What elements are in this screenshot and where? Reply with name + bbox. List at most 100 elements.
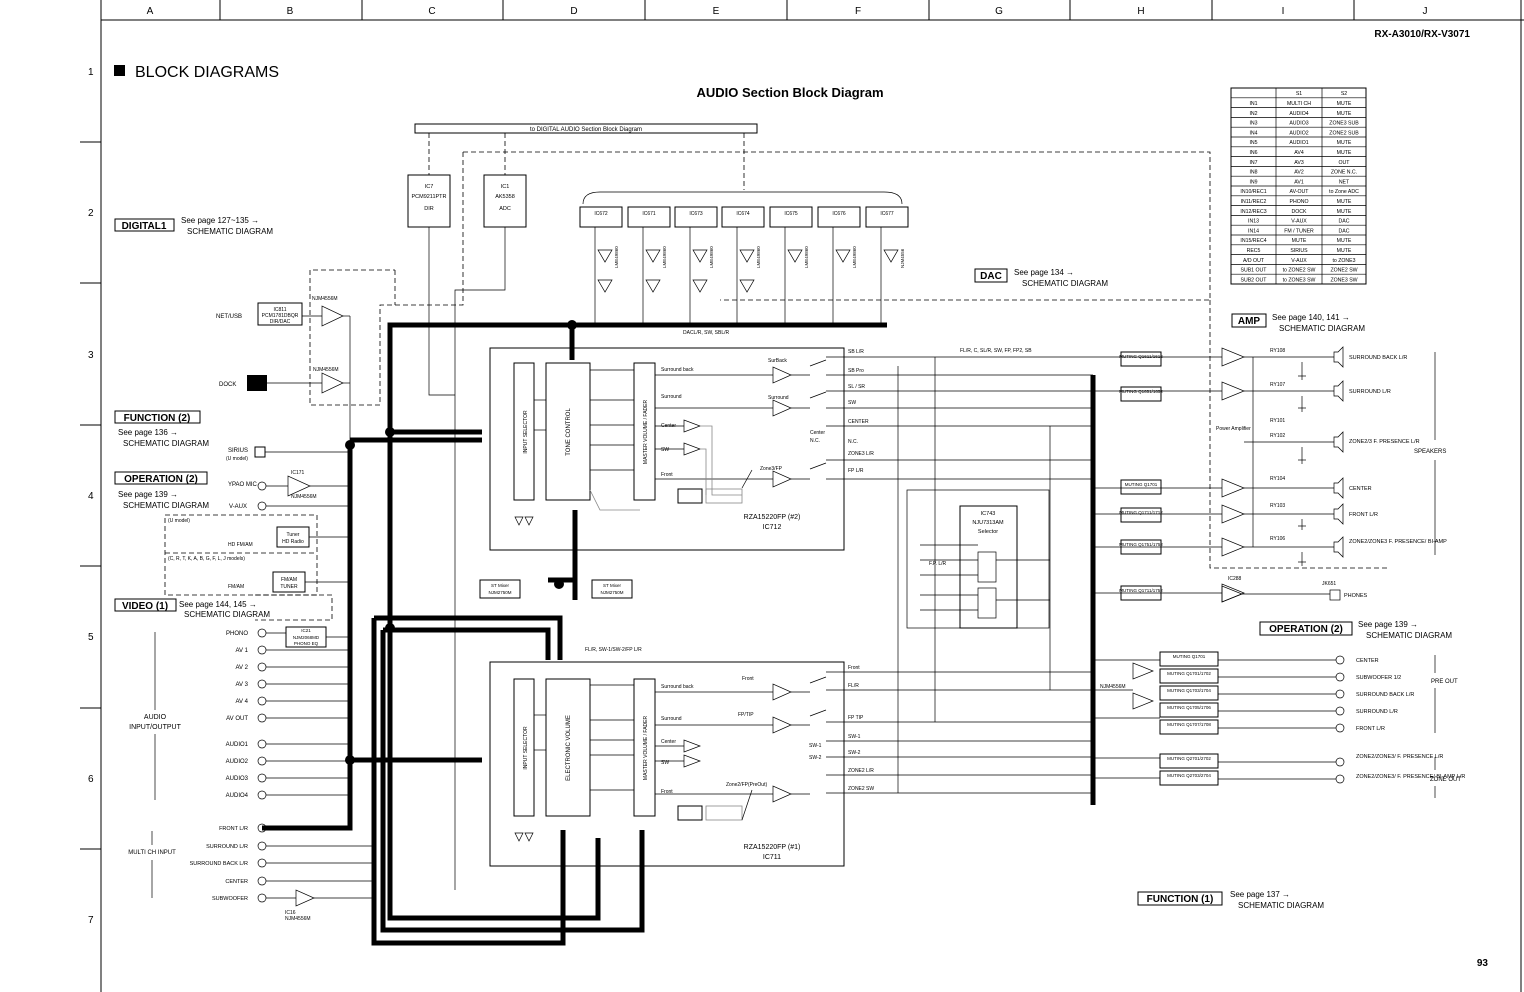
row-2: 2	[88, 208, 94, 219]
svg-text:IC671: IC671	[642, 211, 656, 217]
svg-text:SURROUND BACK L/R: SURROUND BACK L/R	[1356, 692, 1414, 698]
svg-text:RY108: RY108	[1270, 348, 1285, 354]
svg-text:See page 139 →: See page 139 →	[1358, 620, 1418, 629]
svg-text:ZONE2/ZONE3/ F. PRESENCE/ BI-A: ZONE2/ZONE3/ F. PRESENCE/ BI-AMP L/R	[1356, 774, 1465, 780]
svg-text:CENTER: CENTER	[1349, 486, 1372, 492]
row-1: 1	[88, 67, 94, 78]
table-cell: IN5	[1249, 140, 1257, 146]
table-cell: FM / TUNER	[1284, 228, 1314, 234]
table-cell: AUDIO3	[1289, 121, 1308, 127]
table-cell: IN1	[1249, 101, 1257, 107]
model-number: RX-A3010/RX-V3071	[1374, 29, 1470, 40]
svg-text:SW-2: SW-2	[848, 750, 861, 756]
svg-text:MUTING Q2701/2702: MUTING Q2701/2702	[1167, 756, 1211, 761]
svg-text:SPEAKERS: SPEAKERS	[1414, 449, 1446, 455]
svg-text:SURROUND BACK L/R: SURROUND BACK L/R	[190, 861, 248, 867]
svg-text:Zone2/FP(PreOut): Zone2/FP(PreOut)	[726, 782, 767, 788]
svg-text:RY101: RY101	[1270, 418, 1285, 424]
table-cell: MUTE	[1337, 199, 1352, 205]
dashed-regions	[164, 151, 1390, 621]
svg-text:See page 140, 141 →: See page 140, 141 →	[1272, 313, 1350, 322]
row-4: 4	[88, 491, 94, 502]
dac-chip-4	[721, 206, 765, 228]
dac-chip-row: IC672 IC671 IC673 IC674 IC675 IC676 IC67…	[579, 133, 909, 325]
table-cell: SUB2 OUT	[1241, 277, 1268, 283]
table-cell: V-AUX	[1291, 219, 1307, 225]
col-a: A	[147, 6, 154, 17]
table-cell: MUTE	[1337, 101, 1352, 107]
col-j: J	[1423, 6, 1428, 17]
svg-text:V-AUX: V-AUX	[229, 504, 247, 510]
svg-text:RY106: RY106	[1270, 536, 1285, 542]
out-bus-label: FL/R, C, SL/R, SW, FP, FP2, SB	[960, 348, 1032, 354]
svg-text:SB L/R: SB L/R	[848, 349, 864, 355]
svg-text:IC7: IC7	[425, 184, 434, 190]
svg-text:(U model): (U model)	[168, 518, 190, 524]
svg-text:DAC: DAC	[980, 271, 1002, 282]
svg-text:INPUT SELECTOR: INPUT SELECTOR	[523, 726, 529, 770]
svg-text:NJM4556M: NJM4556M	[285, 916, 311, 922]
svg-text:RY102: RY102	[1270, 433, 1285, 439]
svg-text:FM/AM: FM/AM	[228, 584, 244, 590]
svg-text:IC711: IC711	[763, 854, 781, 861]
column-labels: A B C D E F G H I J	[147, 6, 1428, 17]
svg-text:Front: Front	[848, 665, 860, 671]
table-cell: AUDIO4	[1289, 111, 1308, 117]
svg-text:MUTING Q1701: MUTING Q1701	[1125, 482, 1158, 487]
upper-output-lines	[826, 356, 1093, 794]
svg-text:FP TIP: FP TIP	[848, 715, 864, 721]
relays: RY108 RY107 RY101 RY102 RY104 RY103 RY10…	[1270, 348, 1285, 542]
svg-text:SW-1: SW-1	[848, 734, 861, 740]
svg-text:RY107: RY107	[1270, 382, 1285, 388]
svg-text:See page 139 →: See page 139 →	[118, 490, 178, 499]
svg-text:Selector: Selector	[978, 529, 998, 535]
speaker-outputs: SURROUND BACK L/R SURROUND L/R ZONE2/3 F…	[1333, 346, 1447, 558]
svg-text:IC16: IC16	[285, 910, 296, 916]
svg-text:MASTER VOLUME / FADER: MASTER VOLUME / FADER	[643, 716, 649, 781]
table-cell: MUTE	[1337, 140, 1352, 146]
dir-block: IC7 PCM9211PTR DIR	[407, 133, 451, 228]
svg-text:(C, R, T, K, A, B, G, F, L, J: (C, R, T, K, A, B, G, F, L, J models)	[168, 556, 245, 562]
svg-text:MASTER VOLUME / FADER: MASTER VOLUME / FADER	[643, 400, 649, 465]
svg-text:DIR/DAC: DIR/DAC	[270, 319, 291, 325]
svg-text:SW-1: SW-1	[809, 743, 822, 749]
table-cell: IN8	[1249, 170, 1257, 176]
svg-text:SurBack: SurBack	[768, 358, 787, 364]
table-cell: AUDIO1	[1289, 140, 1308, 146]
table-cell: AV-OUT	[1290, 189, 1310, 195]
section-title: BLOCK DIAGRAMS	[135, 64, 279, 81]
table-cell: MUTE	[1337, 248, 1352, 254]
svg-text:LME49860: LME49860	[852, 246, 857, 268]
svg-text:YPAO MIC: YPAO MIC	[228, 482, 258, 488]
table-cell: DOCK	[1292, 209, 1308, 215]
power-amp-triangles	[1093, 347, 1245, 603]
svg-text:Front: Front	[661, 472, 673, 478]
table-cell: IN7	[1249, 160, 1257, 166]
dock-connector-icon	[247, 375, 267, 391]
junction-dot	[385, 623, 395, 633]
svg-text:FUNCTION (1): FUNCTION (1)	[1147, 894, 1214, 905]
svg-text:ELECTRONIC VOLUME: ELECTRONIC VOLUME	[566, 715, 572, 781]
table-cell: to Zone ADC	[1329, 189, 1359, 195]
table-cell: MUTE	[1337, 209, 1352, 215]
col-e: E	[713, 6, 720, 17]
vaux-path: V-AUX	[229, 501, 350, 511]
row-3: 3	[88, 350, 94, 361]
ref-digital1: DIGITAL1 See page 127~135 → SCHEMATIC DI…	[114, 216, 273, 236]
table-cell: IN10/REC1	[1240, 189, 1266, 195]
table-cell: IN15/REC4	[1240, 238, 1266, 244]
tuner-block: (U model) (C, R, T, K, A, B, G, F, L, J …	[168, 518, 350, 593]
svg-text:SCHEMATIC DIAGRAM: SCHEMATIC DIAGRAM	[123, 439, 209, 448]
ref-operation2-right: OPERATION (2) See page 139 → SCHEMATIC D…	[1259, 620, 1452, 640]
svg-text:IC675: IC675	[784, 211, 798, 217]
svg-text:AV OUT: AV OUT	[226, 716, 248, 722]
svg-text:ZONE OUT: ZONE OUT	[1430, 777, 1461, 783]
junction-dot	[567, 320, 577, 330]
svg-text:MUTING Q1703/1704: MUTING Q1703/1704	[1167, 688, 1211, 693]
table-cell: ZONE N.C.	[1331, 170, 1357, 176]
svg-text:SCHEMATIC DIAGRAM: SCHEMATIC DIAGRAM	[1022, 279, 1108, 288]
svg-text:LME49860: LME49860	[709, 246, 714, 268]
svg-text:Surround: Surround	[768, 395, 789, 401]
svg-text:Surround back: Surround back	[661, 367, 694, 373]
